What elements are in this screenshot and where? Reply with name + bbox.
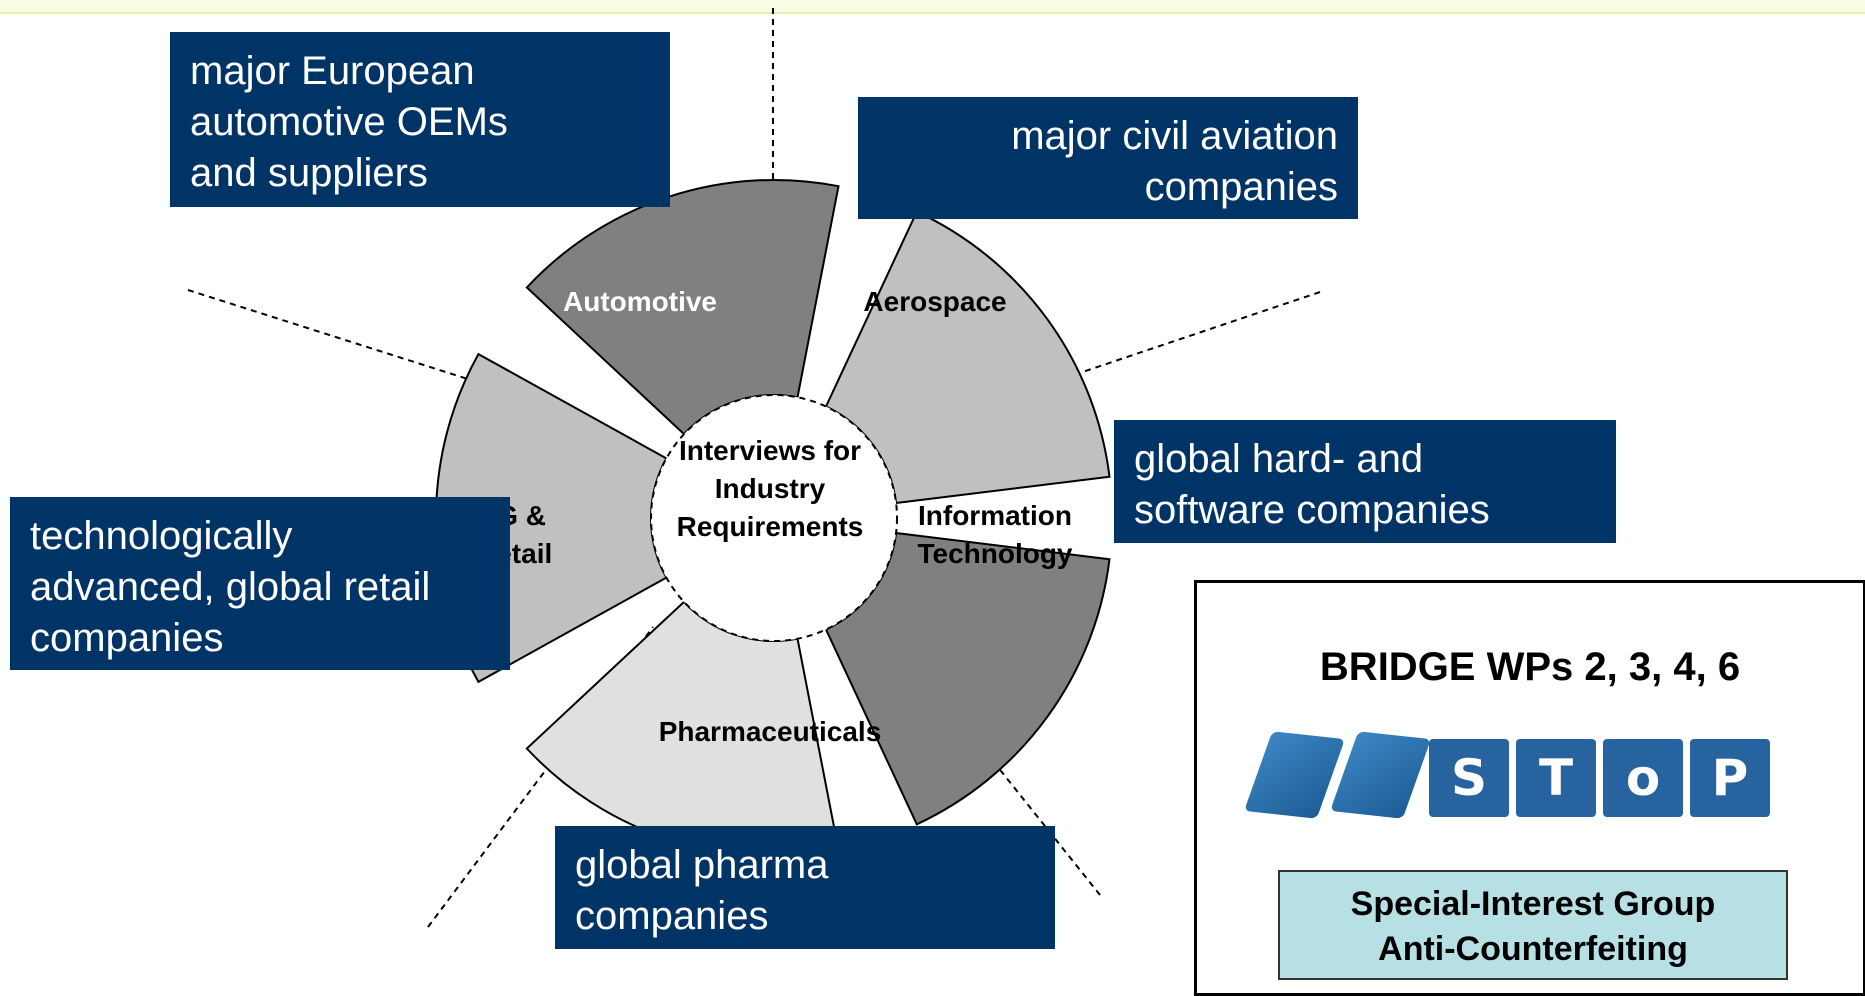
automotive-description-box: major European automotive OEMs and suppl… bbox=[170, 32, 670, 207]
top-header-strip bbox=[0, 0, 1865, 14]
logo-slanted-tile-2 bbox=[1330, 731, 1431, 819]
logo-slanted-tile-1 bbox=[1244, 731, 1345, 819]
logo-letter-t: T bbox=[1516, 739, 1596, 817]
logo-letter-s: S bbox=[1429, 739, 1509, 817]
stop-logo: S T o P bbox=[1244, 731, 1781, 825]
pharma-description-box: global pharma companies bbox=[555, 826, 1055, 949]
special-interest-group-box: Special-Interest Group Anti-Counterfeiti… bbox=[1278, 870, 1788, 980]
segment-label-aerospace: Aerospace bbox=[863, 286, 1007, 317]
bridge-stop-panel: BRIDGE WPs 2, 3, 4, 6 S T o P Special-In… bbox=[1194, 580, 1865, 996]
center-circle bbox=[650, 394, 898, 642]
logo-letter-p: P bbox=[1690, 739, 1770, 817]
aerospace-description-box: major civil aviation companies bbox=[858, 97, 1358, 219]
retail-description-box: technologically advanced, global retail … bbox=[10, 497, 510, 670]
segment-label-pharmaceuticals: Pharmaceuticals bbox=[658, 716, 882, 747]
it-description-box: global hard- and software companies bbox=[1114, 420, 1616, 543]
panel-title: BRIDGE WPs 2, 3, 4, 6 bbox=[1319, 645, 1741, 689]
segment-label-automotive: Automotive bbox=[563, 286, 717, 317]
logo-letter-o: o bbox=[1603, 739, 1683, 817]
center-label: Interviews for Industry Requirements bbox=[676, 435, 864, 542]
segment-label-information-technology: Information Technology bbox=[917, 500, 1073, 569]
